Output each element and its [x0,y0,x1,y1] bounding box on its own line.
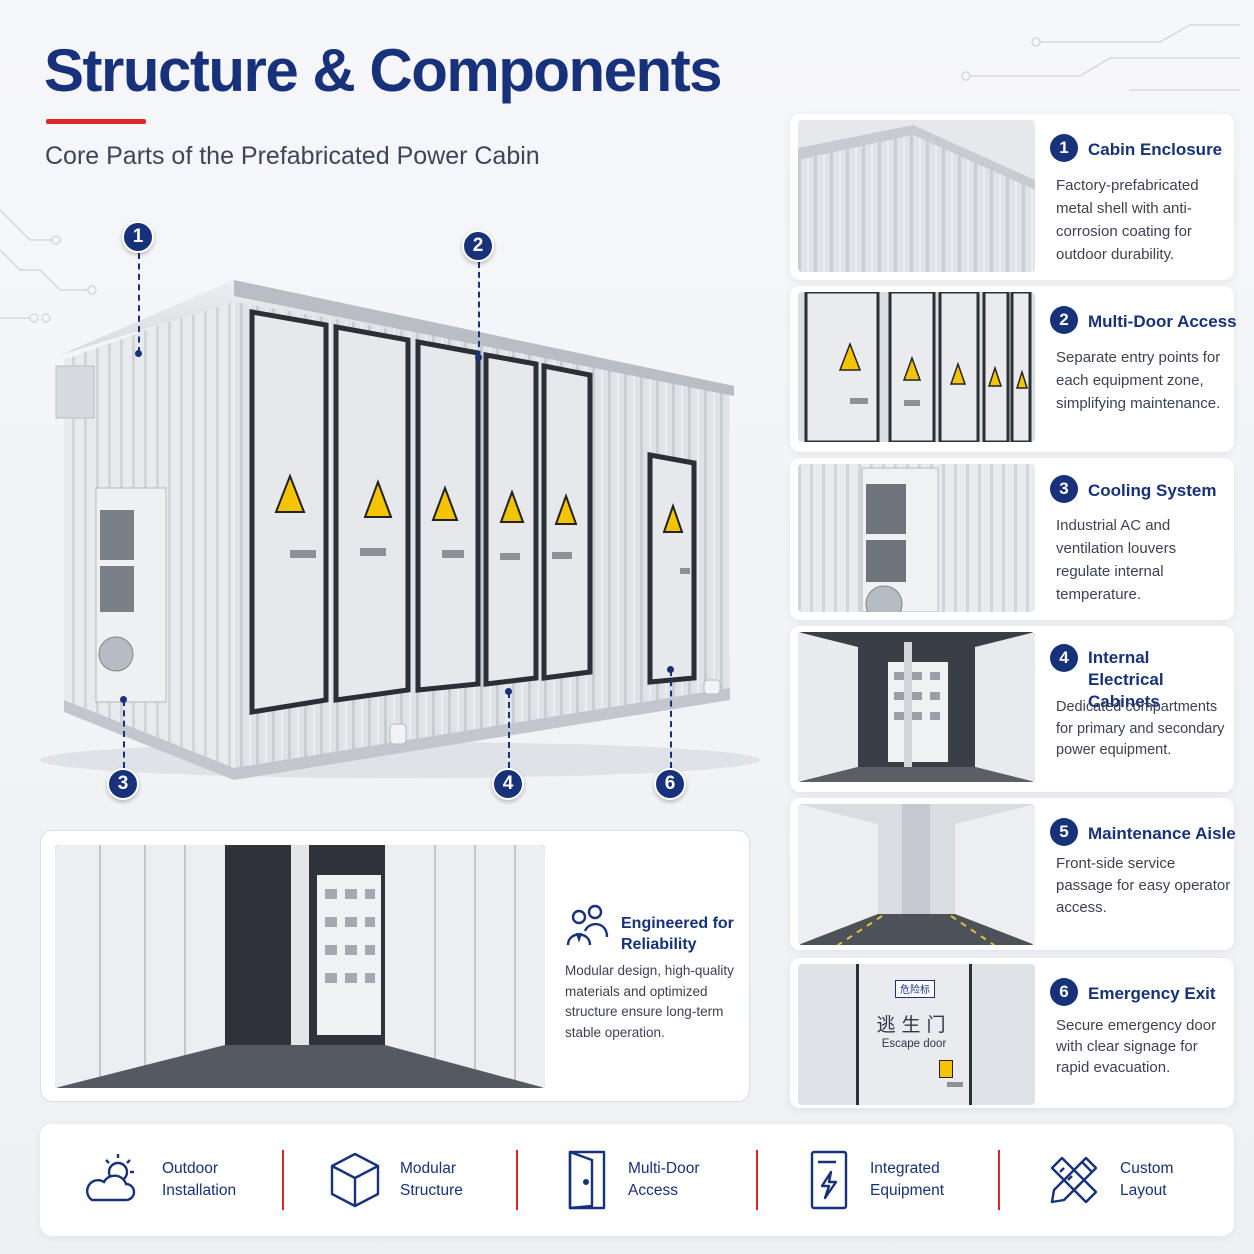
maintenance-aisle-photo [798,804,1035,945]
escape-sign-english: Escape door [881,1038,947,1050]
circuit-decoration-left [0,209,97,323]
cabin-enclosure-photo [798,120,1035,272]
component-number-3: 3 [1050,475,1078,503]
leader-dot-3 [120,696,127,703]
leader-line-1 [138,253,140,353]
ruler-pencil-icon [1050,1156,1098,1204]
feature-label-integrated: Integrated Equipment [870,1160,945,1199]
leader-dot-2 [475,354,482,361]
feature-multi-door-access[interactable]: Multi-Door Access [564,1124,728,1236]
component-title-3: Cooling System [1088,481,1217,500]
leader-line-6 [670,670,672,768]
component-card-cooling[interactable]: 3 Cooling System Industrial AC and venti… [790,458,1234,620]
marker-4[interactable]: 4 [492,768,524,800]
component-title-4: Internal Electrical Cabinets [1088,648,1164,711]
electrical-cabinet-icon [810,1150,848,1210]
warning-sticker-icon [939,1060,953,1078]
component-title-5: Maintenance Aisle [1088,824,1236,843]
feature-label-modular: Modular Structure [400,1160,463,1199]
component-card-cabin-enclosure[interactable]: 1 Cabin Enclosure Factory-prefabricated … [790,114,1234,280]
component-desc-5: Front-side service passage for easy oper… [1056,855,1231,916]
feature-bar: Outdoor Installation Modular Structure M… [40,1124,1234,1236]
leader-dot-6 [667,666,674,673]
component-number-4: 4 [1050,644,1078,672]
feature-integrated-equipment[interactable]: Integrated Equipment [806,1124,970,1236]
feature-label-custom: Custom Layout [1120,1160,1174,1199]
door-icon [568,1150,606,1210]
cube-icon [330,1152,380,1208]
leader-dot-4 [505,688,512,695]
escape-sign-chinese: 逃生门 [876,1015,952,1036]
component-card-emergency-exit[interactable]: 危险标 逃生门 Escape door 6 Emergency Exit Sec… [790,958,1234,1108]
cloud-sun-icon [85,1154,136,1202]
component-desc-1: Factory-prefabricated metal shell with a… [1056,177,1199,263]
component-card-electrical-cabinets[interactable]: 4 Internal Electrical Cabinets Dedicated… [790,626,1234,792]
leader-line-3 [123,700,125,768]
cooling-system-photo [798,464,1035,612]
feature-divider-2 [516,1150,518,1210]
door-handle-icon [947,1082,963,1087]
component-title-6: Emergency Exit [1088,984,1216,1003]
leader-dot-1 [135,350,142,357]
escape-door-panel: 危险标 逃生门 Escape door [856,964,972,1105]
feature-divider-4 [998,1150,1000,1210]
reliability-title: Engineered for Reliability [621,915,734,953]
feature-custom-layout[interactable]: Custom Layout [1046,1124,1220,1236]
multi-door-photo [798,292,1035,442]
feature-label-outdoor: Outdoor Installation [162,1160,237,1199]
escape-sign-label: 危险标 [895,980,935,998]
marker-6[interactable]: 6 [654,768,686,800]
marker-3[interactable]: 3 [107,768,139,800]
page-title: Structure & Components [44,37,723,104]
reliability-panel: Engineered for Reliability Modular desig… [40,830,750,1102]
emergency-exit-photo: 危险标 逃生门 Escape door [798,964,1035,1105]
component-desc-3: Industrial AC and ventilation louvers re… [1056,517,1177,603]
component-number-5: 5 [1050,818,1078,846]
page-subtitle: Core Parts of the Prefabricated Power Ca… [45,142,540,170]
feature-divider-1 [282,1150,284,1210]
component-number-6: 6 [1050,978,1078,1006]
marker-2[interactable]: 2 [462,230,494,262]
feature-outdoor-installation[interactable]: Outdoor Installation [80,1124,262,1236]
component-number-2: 2 [1050,306,1078,334]
circuit-decoration-top-right [961,24,1240,91]
feature-label-multi-door: Multi-Door Access [628,1160,700,1199]
reliability-description: Modular design, high-quality materials a… [565,963,734,1040]
feature-divider-3 [756,1150,758,1210]
interior-aisle-photo [55,845,545,1088]
electrical-cabinets-photo [798,632,1035,782]
leader-line-2 [478,262,480,357]
component-desc-4: Dedicated compartments for primary and s… [1056,699,1225,758]
component-desc-2: Separate entry points for each equipment… [1056,349,1221,412]
component-card-maintenance-aisle[interactable]: 5 Maintenance Aisle Front-side service p… [790,798,1236,950]
feature-modular-structure[interactable]: Modular Structure [328,1124,500,1236]
marker-1[interactable]: 1 [122,221,154,253]
component-desc-6: Secure emergency door with clear signage… [1056,1017,1217,1076]
leader-line-4 [508,692,510,768]
title-underline [46,119,146,124]
component-title-1: Cabin Enclosure [1088,140,1223,159]
component-number-1: 1 [1050,134,1078,162]
component-card-multi-door[interactable]: 2 Multi-Door Access Separate entry point… [790,286,1237,452]
component-title-2: Multi-Door Access [1088,312,1237,331]
cabin-illustration [40,280,760,780]
team-icon [566,904,609,946]
